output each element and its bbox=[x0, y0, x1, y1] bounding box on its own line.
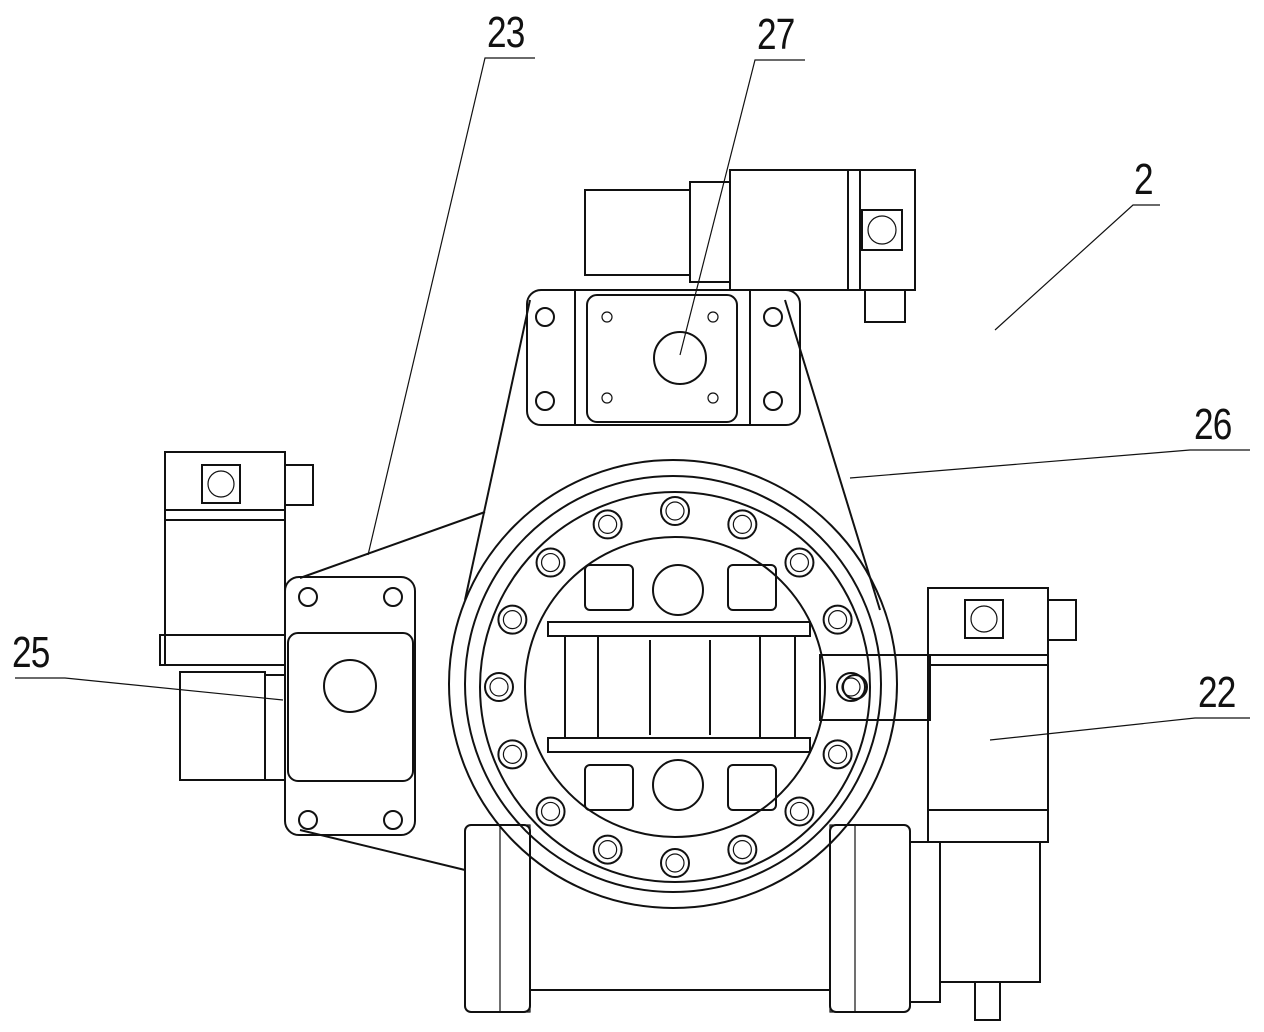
bolt bbox=[824, 606, 852, 634]
bolt bbox=[790, 554, 808, 572]
label-27: 27 bbox=[757, 10, 795, 60]
bolt bbox=[498, 740, 526, 768]
bolt bbox=[728, 836, 756, 864]
left-bearing-block bbox=[285, 577, 415, 835]
bolt bbox=[829, 611, 847, 629]
bolt bbox=[733, 841, 751, 859]
bolt bbox=[490, 678, 508, 696]
bolt bbox=[485, 673, 513, 701]
label-2: 2 bbox=[1134, 155, 1153, 205]
bolt bbox=[594, 836, 622, 864]
bolt bbox=[542, 802, 560, 820]
bolt bbox=[829, 745, 847, 763]
bolt bbox=[594, 510, 622, 538]
bolt bbox=[599, 515, 617, 533]
bolt bbox=[728, 510, 756, 538]
bolt bbox=[503, 745, 521, 763]
top-bearing-block bbox=[527, 290, 800, 425]
bolt bbox=[498, 606, 526, 634]
bolt bbox=[661, 497, 689, 525]
bolt bbox=[733, 515, 751, 533]
bolt bbox=[542, 554, 560, 572]
bolt-circle bbox=[485, 497, 865, 877]
bolt bbox=[666, 854, 684, 872]
label-26: 26 bbox=[1194, 400, 1232, 450]
bolt bbox=[537, 797, 565, 825]
label-22: 22 bbox=[1198, 668, 1236, 718]
bolt bbox=[790, 802, 808, 820]
centre-window bbox=[548, 565, 810, 810]
bolt bbox=[599, 841, 617, 859]
leader-lines bbox=[15, 58, 1250, 740]
bolt bbox=[785, 549, 813, 577]
bolt bbox=[785, 797, 813, 825]
bolt bbox=[503, 611, 521, 629]
label-23: 23 bbox=[487, 8, 525, 58]
bolt bbox=[537, 549, 565, 577]
bolt bbox=[824, 740, 852, 768]
bolt bbox=[666, 502, 684, 520]
left-motor bbox=[160, 452, 313, 780]
label-25: 25 bbox=[12, 628, 50, 678]
bolt bbox=[661, 849, 689, 877]
right-motor bbox=[820, 588, 1076, 1020]
base bbox=[465, 825, 910, 1012]
frame-body bbox=[300, 300, 880, 870]
